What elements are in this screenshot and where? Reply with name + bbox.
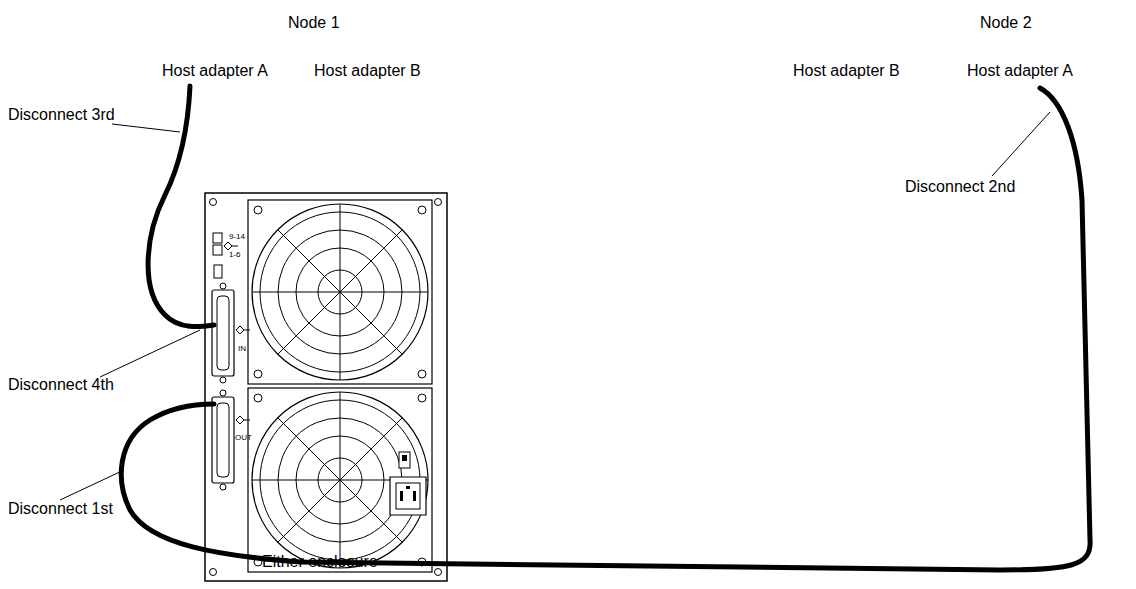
switch-range: 9-14 [229, 232, 245, 241]
adapter-label: Host adapter B [793, 62, 900, 80]
step-label: Disconnect 2nd [905, 178, 1015, 196]
adapter-label: Host adapter A [967, 62, 1073, 80]
switch-range: 1-6 [229, 250, 241, 259]
port-label: OUT [235, 433, 252, 442]
adapter-label: Host adapter A [162, 62, 268, 80]
step-label: Disconnect 3rd [8, 106, 115, 124]
adapter-label: Host adapter B [314, 62, 421, 80]
enclosure-caption: Either enclosure [262, 553, 378, 571]
node-heading: Node 1 [288, 14, 340, 32]
step-label: Disconnect 4th [8, 376, 114, 394]
port-label: IN [238, 344, 246, 353]
node-heading: Node 2 [980, 14, 1032, 32]
step-label: Disconnect 1st [8, 500, 113, 518]
